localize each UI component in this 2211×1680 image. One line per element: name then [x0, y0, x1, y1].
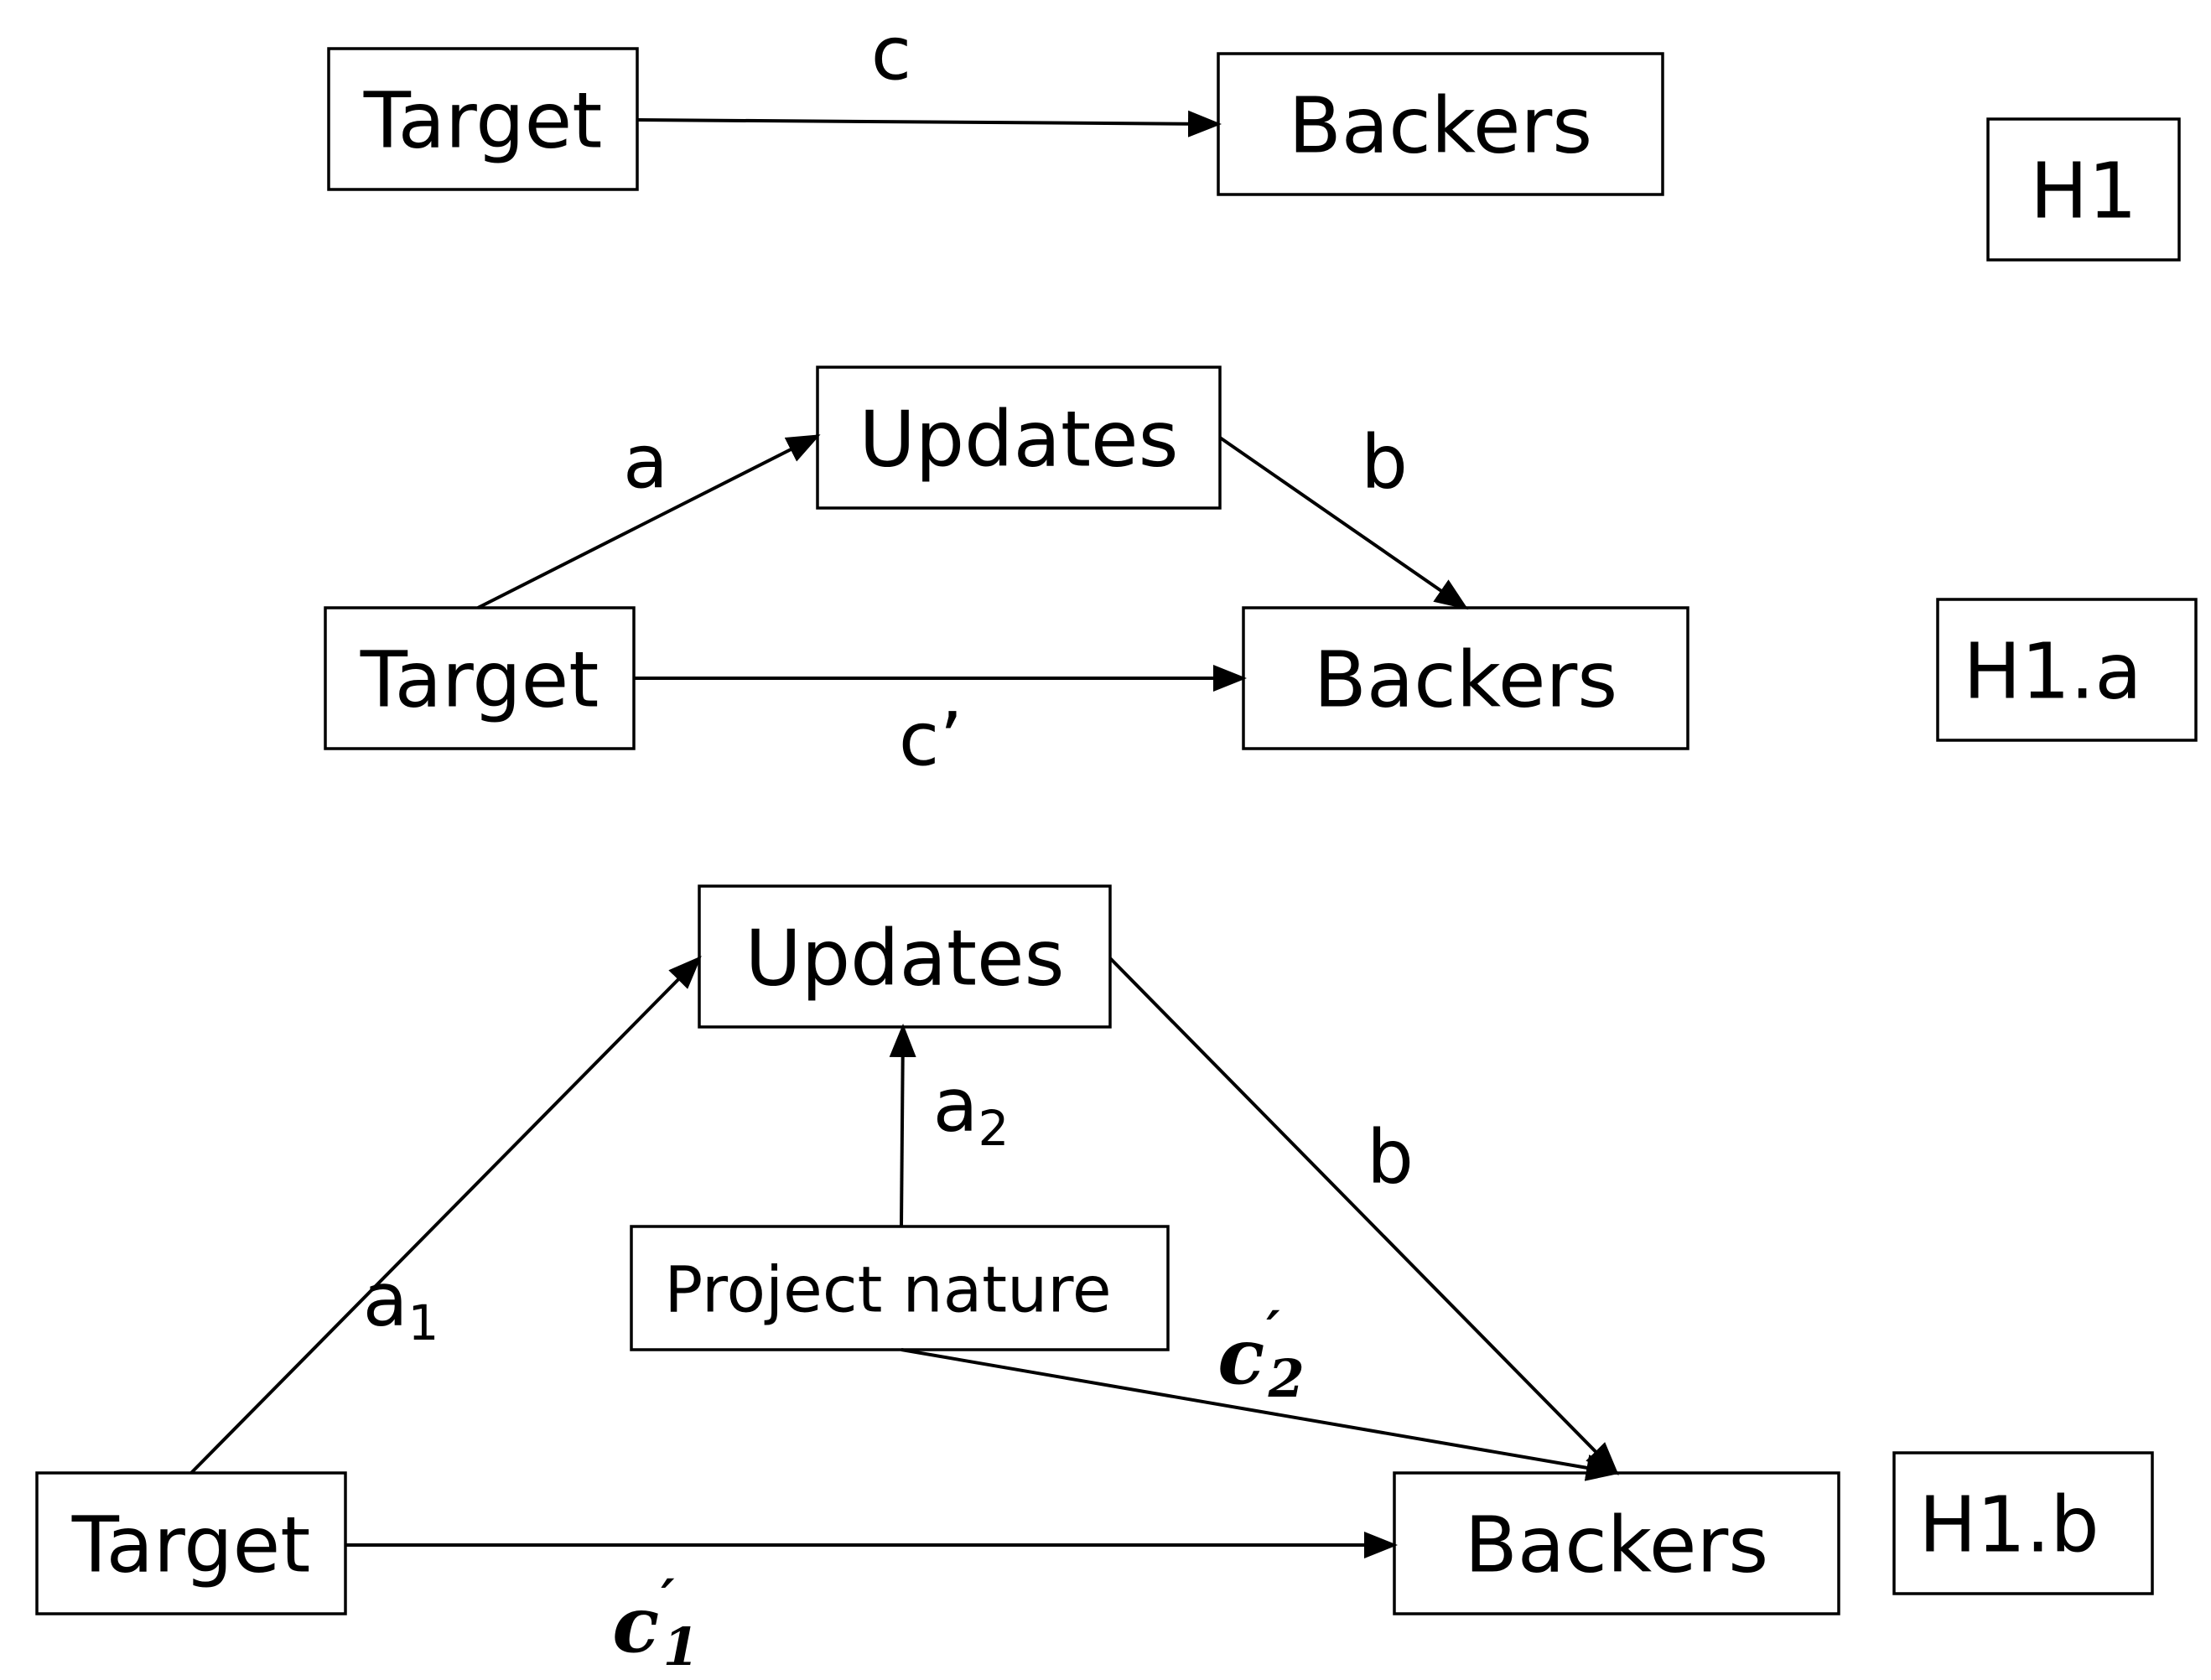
h1a-backers-node: Backers — [1242, 606, 1689, 750]
h1b-path-b-label: b — [1367, 1114, 1414, 1200]
h1b-path-a1-arrow — [189, 956, 702, 1475]
h1b-tag-label: H1.b — [1918, 1480, 2099, 1570]
panel-h1b: Updates Project nature Target Backers a1… — [35, 884, 2154, 1677]
h1a-path-b-label: b — [1361, 419, 1408, 506]
h1b-path-b-arrow — [1108, 957, 1619, 1475]
h1-tag-node: H1 — [1986, 117, 2181, 262]
h1a-updates-node: Updates — [816, 366, 1222, 510]
h1a-target-label: Target — [360, 635, 599, 725]
h1a-tag-node: H1.a — [1936, 598, 2198, 742]
h1b-path-a2-arrow — [889, 1024, 916, 1227]
h1b-target-node: Target — [35, 1471, 347, 1615]
h1b-path-a2-label: a2 — [933, 1062, 1009, 1158]
h1a-backers-label: Backers — [1314, 635, 1617, 725]
h1b-backers-node: Backers — [1393, 1471, 1840, 1615]
h1-target-node: Target — [327, 47, 639, 191]
h1a-path-a-label: a — [623, 419, 668, 506]
panel-h1a: Updates Target Backers a b c’ H1.a — [324, 366, 2198, 783]
h1a-path-b-arrow — [1218, 436, 1469, 610]
h1a-target-node: Target — [324, 606, 636, 750]
h1-backers-node: Backers — [1217, 52, 1664, 196]
h1a-path-a-arrow — [477, 434, 821, 609]
h1b-tag-node: H1.b — [1892, 1451, 2154, 1595]
h1b-updates-node: Updates — [698, 884, 1112, 1029]
h1b-path-c2-prime-arrow — [900, 1348, 1620, 1481]
h1b-project-nature-label: Project nature — [664, 1252, 1111, 1327]
h1b-project-nature-node: Project nature — [630, 1225, 1170, 1351]
h1b-path-a1-label: a1 — [363, 1257, 439, 1352]
h1-path-c-label: c — [871, 11, 911, 97]
h1b-backers-label: Backers — [1465, 1501, 1768, 1590]
h1b-updates-label: Updates — [745, 914, 1064, 1003]
h1a-updates-label: Updates — [859, 395, 1178, 485]
h1b-path-c2-prime-label: c′2 — [1217, 1299, 1305, 1409]
h1b-target-label: Target — [71, 1501, 311, 1590]
h1-backers-label: Backers — [1289, 81, 1592, 171]
h1b-path-c1-prime-label: c′1 — [612, 1568, 699, 1677]
h1-target-label: Target — [363, 76, 603, 166]
panel-h1: Target Backers c H1 — [327, 11, 2181, 262]
h1a-tag-label: H1.a — [1963, 627, 2141, 717]
h1a-path-c-prime-label: c’ — [899, 697, 963, 783]
h1-path-c-arrow — [636, 110, 1222, 137]
h1-tag-label: H1 — [2030, 147, 2137, 236]
